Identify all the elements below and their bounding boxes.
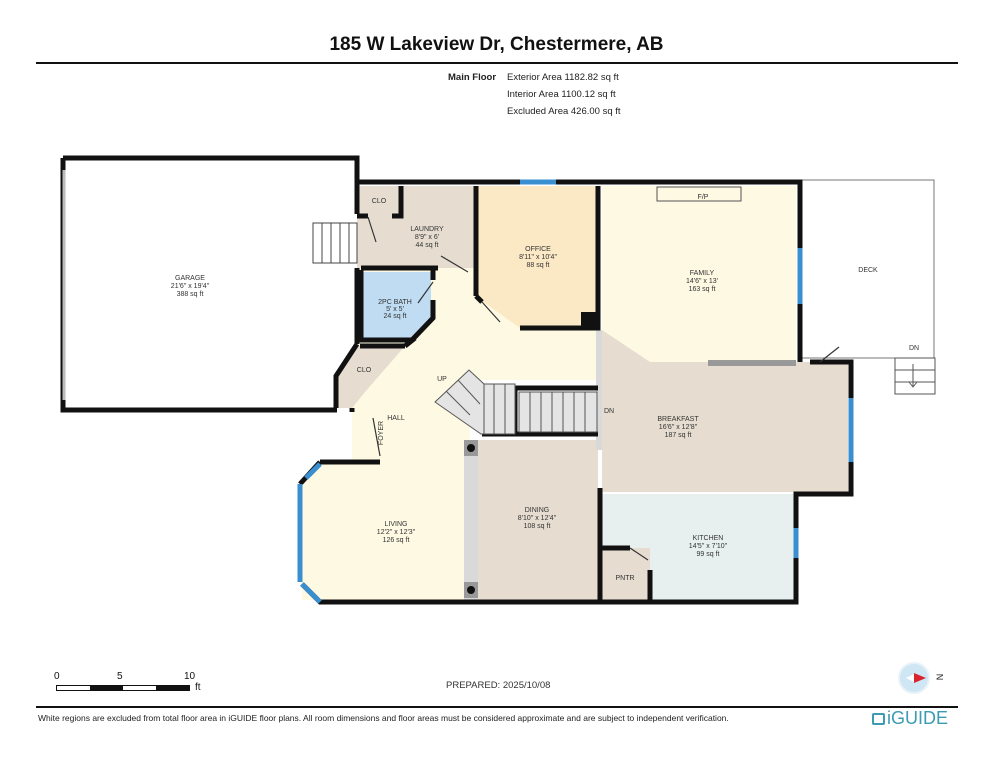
svg-text:8'10" x 12'4": 8'10" x 12'4" bbox=[518, 515, 557, 522]
svg-text:8'9" x 6': 8'9" x 6' bbox=[415, 234, 439, 241]
office-label: OFFICE bbox=[525, 246, 551, 253]
room-laundry[interactable] bbox=[357, 186, 474, 268]
scale-bar: 0 5 10 ft bbox=[54, 671, 201, 693]
svg-text:187 sq ft: 187 sq ft bbox=[665, 432, 692, 439]
footer-divider bbox=[36, 706, 958, 708]
dining-label: DINING bbox=[525, 507, 550, 514]
room-2pc-bath[interactable] bbox=[361, 272, 431, 338]
svg-text:126 sq ft: 126 sq ft bbox=[383, 537, 410, 544]
interior-area: Interior Area 1100.12 sq ft bbox=[507, 89, 616, 100]
garage-label: GARAGE bbox=[175, 275, 205, 282]
room-fills bbox=[63, 158, 935, 600]
compass-north-label: N bbox=[934, 673, 945, 681]
deck-stairs-label: DN bbox=[909, 345, 919, 352]
laundry-label: LAUNDRY bbox=[410, 226, 444, 233]
breakfast-label: BREAKFAST bbox=[657, 416, 699, 423]
living-label: LIVING bbox=[385, 521, 408, 528]
bath-label: 2PC BATH bbox=[378, 299, 412, 306]
floor-name: Main Floor bbox=[448, 72, 497, 83]
header-divider bbox=[36, 62, 958, 64]
svg-text:12'2" x 12'3": 12'2" x 12'3" bbox=[377, 529, 416, 536]
room-clo-upper[interactable] bbox=[357, 186, 401, 216]
fireplace-label: F/P bbox=[698, 194, 709, 201]
clo-upper-label: CLO bbox=[372, 198, 387, 205]
svg-text:14'6" x 13': 14'6" x 13' bbox=[686, 278, 718, 285]
room-clo-lower[interactable] bbox=[336, 346, 405, 408]
svg-text:108 sq ft: 108 sq ft bbox=[524, 523, 551, 530]
garage-steps bbox=[312, 222, 358, 264]
kitchen-label: KITCHEN bbox=[693, 535, 724, 542]
brand-logo: iGUIDE bbox=[872, 708, 948, 729]
svg-text:24 sq ft: 24 sq ft bbox=[384, 313, 407, 320]
svg-text:8'11" x 10'4": 8'11" x 10'4" bbox=[519, 254, 557, 261]
room-family[interactable] bbox=[602, 186, 796, 362]
svg-text:99 sq ft: 99 sq ft bbox=[697, 551, 720, 558]
room-breakfast[interactable] bbox=[602, 330, 848, 492]
svg-text:163 sq ft: 163 sq ft bbox=[689, 286, 716, 293]
room-deck[interactable] bbox=[801, 179, 935, 359]
stairs-down-label: DN bbox=[604, 408, 614, 415]
svg-text:16'6" x 12'8": 16'6" x 12'8" bbox=[659, 424, 698, 431]
family-label: FAMILY bbox=[690, 270, 715, 277]
svg-text:5' x 5': 5' x 5' bbox=[386, 306, 404, 313]
room-dining[interactable] bbox=[478, 440, 598, 600]
room-office[interactable] bbox=[478, 186, 598, 328]
fireplace bbox=[656, 186, 742, 202]
room-labels: GARAGE 21'6" x 19'4" 388 sq ft CLO LAUND… bbox=[171, 194, 919, 582]
main-stairs bbox=[434, 369, 598, 435]
svg-text:388 sq ft: 388 sq ft bbox=[177, 291, 204, 298]
hall-label: HALL bbox=[387, 415, 405, 422]
doors bbox=[367, 216, 840, 561]
clo-lower-label: CLO bbox=[357, 367, 372, 374]
room-garage[interactable] bbox=[63, 158, 357, 410]
excluded-area: Excluded Area 426.00 sq ft bbox=[507, 106, 621, 117]
iguide-logo-icon bbox=[872, 713, 885, 725]
svg-text:44 sq ft: 44 sq ft bbox=[416, 242, 439, 249]
prepared-date: PREPARED: 2025/10/08 bbox=[446, 680, 551, 691]
windows bbox=[297, 179, 854, 604]
exterior-area: Exterior Area 1182.82 sq ft bbox=[507, 72, 619, 83]
svg-text:14'5" x 7'10": 14'5" x 7'10" bbox=[689, 543, 728, 550]
disclaimer: White regions are excluded from total fl… bbox=[38, 713, 729, 723]
pantry-label: PNTR bbox=[615, 575, 634, 582]
stairs-up-label: UP bbox=[437, 376, 447, 383]
compass-icon bbox=[898, 662, 930, 694]
foyer-label: FOYER bbox=[378, 421, 385, 445]
page-title: 185 W Lakeview Dr, Chestermere, AB bbox=[329, 34, 664, 55]
scale-bar-graphic bbox=[56, 685, 190, 691]
deck-stairs bbox=[894, 357, 936, 395]
columns bbox=[464, 312, 598, 598]
half-wall-right bbox=[596, 330, 602, 450]
svg-text:21'6" x 19'4": 21'6" x 19'4" bbox=[171, 283, 210, 290]
svg-text:88 sq ft: 88 sq ft bbox=[527, 262, 550, 269]
counter-half-wall bbox=[708, 360, 796, 366]
half-wall bbox=[464, 440, 478, 600]
room-pantry[interactable] bbox=[602, 548, 650, 600]
deck-label: DECK bbox=[858, 267, 878, 274]
